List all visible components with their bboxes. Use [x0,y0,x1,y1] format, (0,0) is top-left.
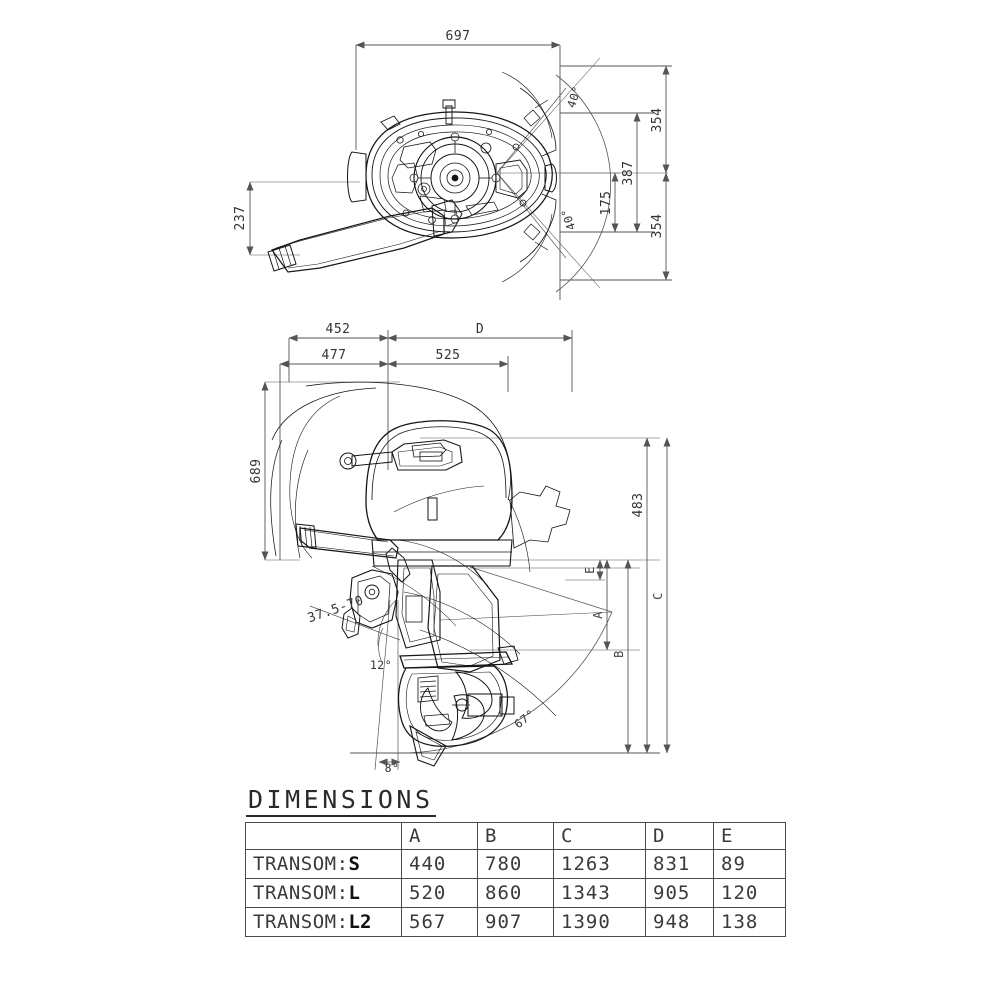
table-row-label: TRANSOM:L2 [245,907,402,937]
table-cell-e: 89 [713,849,786,879]
table-cell-c: 1390 [553,907,646,937]
dim-letter-a: A [591,611,605,619]
dimension-lines [246,41,672,771]
table-row-label: TRANSOM:L [245,878,402,908]
dim-negative-trim-angle: 8° [385,761,400,775]
table-cell-b: 860 [477,878,554,908]
dim-half-width-upper: 354 [650,108,665,133]
dim-tilt-range: 37.5-70 [306,593,366,626]
table-header-d: D [645,822,714,850]
table-cell-e: 138 [713,907,786,937]
table-cell-d: 831 [645,849,714,879]
table-cell-b: 780 [477,849,554,879]
transom-variant: L2 [348,911,372,933]
dim-steering-angle-upper: 40° [564,84,584,110]
table-cell-d: 948 [645,907,714,937]
table-cell-c: 1263 [553,849,646,879]
table-header-a: A [401,822,478,850]
dimensions-title-block: DIMENSIONS [246,786,436,818]
dim-pivot-to-rear: 525 [436,348,461,363]
dim-top-width: 697 [446,29,471,44]
dim-steering-angle-lower: 40° [558,206,578,232]
table-header-c: C [553,822,646,850]
dim-front-to-pivot-a: 452 [326,322,351,337]
dim-trim-angle: 12° [370,658,392,672]
transom-variant: L [348,882,360,904]
table-header-e: E [713,822,786,850]
table-row-label: TRANSOM:S [245,849,402,879]
transom-variant: S [348,853,360,875]
table-header-b: B [477,822,554,850]
page-title: DIMENSIONS [246,786,436,818]
table-cell-c: 1343 [553,878,646,908]
dim-letter-e: E [583,566,597,574]
dim-tiller-offset: 237 [233,206,248,231]
dim-height-overall: 689 [249,459,264,484]
dim-depth-letter: D [476,322,484,337]
outboard-side-view-body [270,381,571,767]
dim-half-width-lower: 354 [650,214,665,239]
dim-front-to-pivot-b: 477 [322,348,347,363]
dim-height-to-plate: 483 [631,493,646,518]
table-cell-d: 905 [645,878,714,908]
outboard-top-view-body [267,71,557,283]
table-cell-a: 520 [401,878,478,908]
dim-letter-b: B [612,650,626,658]
dim-letter-c: C [651,592,665,600]
table-cell-a: 567 [401,907,478,937]
table-cell-e: 120 [713,878,786,908]
table-header-blank [245,822,402,850]
dim-swivel-half: 175 [599,191,614,216]
table-cell-b: 907 [477,907,554,937]
dim-swivel-span: 387 [621,161,636,186]
table-cell-a: 440 [401,849,478,879]
